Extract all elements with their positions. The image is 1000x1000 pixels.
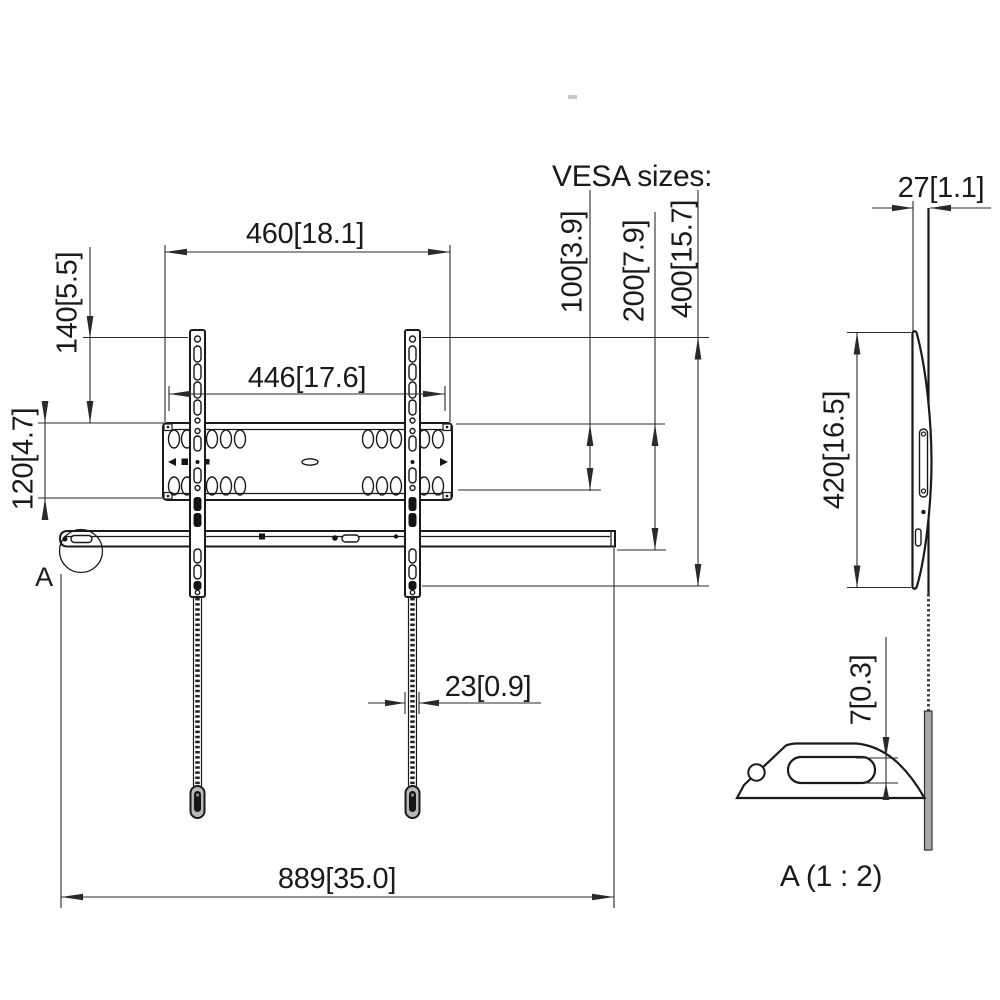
dim-100-label: 100[3.9] [557, 211, 589, 313]
dim-200-label: 200[7.9] [619, 220, 651, 322]
detail-view-title: A (1 : 2) [780, 860, 882, 893]
dim-7-label: 7[0.3] [846, 655, 878, 726]
dim-140-label: 140[5.5] [52, 252, 84, 354]
wall-section [923, 710, 933, 851]
dim-120-graphics [38, 401, 164, 520]
dim-vesa-graphics [422, 190, 709, 587]
dim-27-label: 27[1.1] [898, 172, 985, 204]
right-pull-strap [406, 597, 420, 818]
dim-27-graphics [872, 201, 991, 331]
dim-7-graphics [856, 637, 898, 800]
wall-bar [58, 530, 616, 548]
dim-460-label: 460[18.1] [246, 218, 364, 250]
dim-460-graphics [164, 245, 451, 422]
detail-callout-label: A [35, 562, 53, 592]
dim-420-graphics [847, 331, 911, 589]
dim-420-label: 420[16.5] [819, 391, 851, 509]
dim-23-graphics [368, 692, 541, 714]
front-view [58, 329, 616, 818]
center-slot [301, 458, 319, 466]
dim-446-label: 446[17.6] [248, 362, 366, 394]
notch-cutout [747, 763, 766, 782]
vesa-plate [162, 422, 453, 501]
dim-120-label: 120[4.7] [8, 408, 40, 510]
detail-callout-circle [58, 528, 104, 574]
left-pull-strap [191, 597, 205, 818]
side-view [911, 208, 933, 711]
left-arrow-mark [168, 458, 176, 466]
detail-slot [786, 755, 877, 785]
dim-400-label: 400[15.7] [667, 200, 699, 318]
dim-889-label: 889[35.0] [278, 863, 396, 895]
vesa-sizes-heading: VESA sizes: [552, 160, 712, 193]
detail-view-a [735, 710, 933, 851]
right-arrow-mark [440, 458, 448, 466]
dim-140-graphics [83, 247, 188, 423]
dim-23-label: 23[0.9] [445, 671, 532, 703]
dim-889-graphics [60, 548, 615, 908]
dimensions [38, 190, 991, 908]
dim-446-graphics [168, 386, 446, 411]
scan-artifact [568, 95, 577, 99]
